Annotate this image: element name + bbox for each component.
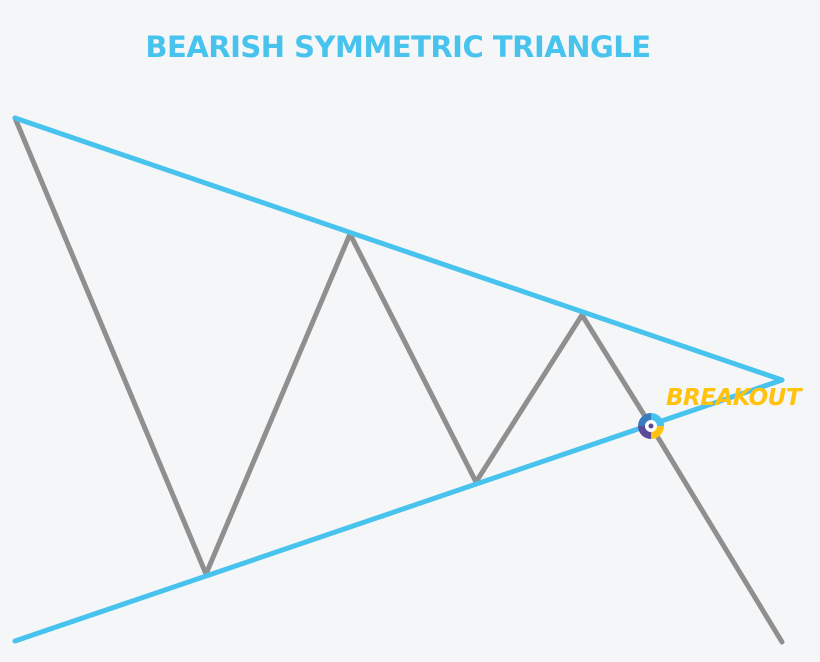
marker-center (648, 423, 654, 429)
breakout-point-icon (638, 413, 664, 439)
diagram-title: BEARISH SYMMETRIC TRIANGLE (145, 30, 651, 64)
price-path-line (12, 115, 785, 645)
lower-trendline (12, 377, 785, 644)
upper-trendline (12, 115, 785, 383)
breakout-label: BREAKOUT (666, 385, 802, 411)
